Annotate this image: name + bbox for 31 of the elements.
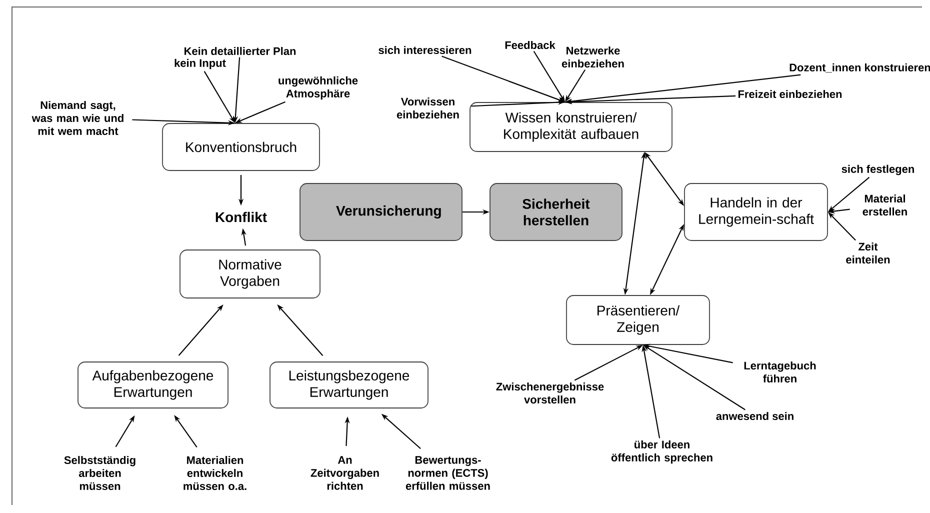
aspect-label: sich interessieren [378,46,472,54]
aspect-label: Feedback [505,40,556,50]
aspect-label: sich festlegen [842,164,914,176]
concept-box: Normative Vorgaben [180,250,320,298]
aspect-label: Freizeit einbeziehen [738,90,842,98]
aspect-label: Zeit einteilen [846,242,890,264]
aspect-label: Zwischenergebnisse vorstellen [496,382,604,404]
aspect-label: kein Input [174,58,226,70]
concept-box: Präsentieren/ Zeigen [566,295,710,345]
concept-box: Konventionsbruch [162,123,320,171]
aspect-label: ungewöhnliche Atmosphäre [278,76,358,100]
concept-label: Konflikt [216,212,267,222]
concept-box: Leistungsbezogene Erwartungen [270,362,428,408]
aspect-label: Netzwerke einbeziehen [562,46,624,68]
aspect-label: Materialien entwickeln müssen o.a. [184,456,246,490]
aspect-label: Niemand sagt, was man wie und mit wem macht [32,100,124,136]
aspect-label: Material erstellen [862,194,907,216]
core-box: Verunsicherung [300,183,462,241]
concept-box: Aufgabenbezogene Erwartungen [78,362,228,408]
aspect-label: Bewertungs-normen (ECTS) erfüllen müssen [406,456,490,490]
aspect-label: anwesend sein [716,412,794,420]
aspect-label: Selbstständig arbeiten müssen [64,456,136,490]
aspect-label: Dozent_innen konstruieren [790,63,930,73]
aspect-label: Lerntagebuch führen [744,361,816,383]
aspect-label: Kein detaillierter Plan [184,46,296,56]
aspect-label: Vorwissen einbeziehen [396,97,459,119]
aspect-label: über Ideen öffentlich sprechen [611,440,712,464]
concept-box: Wissen konstruieren/ Komplexität aufbauen [470,102,672,152]
aspect-label: An Zeitvorgaben richten [310,456,379,490]
core-box: Sicherheit herstellen [490,183,622,241]
concept-box: Handeln in der Lerngemein-schaft [684,183,828,241]
